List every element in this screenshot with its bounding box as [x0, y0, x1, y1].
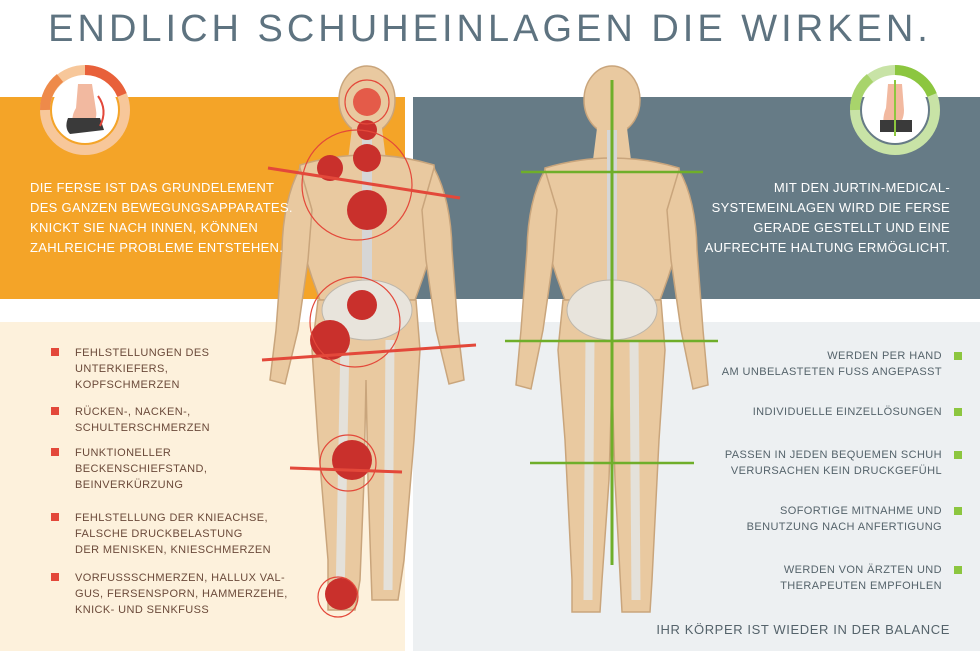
problem-bullet-icon — [51, 407, 59, 415]
misaligned-body-figure — [261, 65, 477, 618]
benefit-bullet-icon — [954, 566, 962, 574]
benefit-bullet-icon — [954, 408, 962, 416]
list-item: INDIVIDUELLE EINZELLÖSUNGEN — [642, 404, 962, 420]
problem-intro-text: DIE FERSE IST DAS GRUNDELEMENT DES GANZE… — [30, 180, 293, 255]
list-item: RÜCKEN-, NACKEN-,SCHULTERSCHMERZEN — [51, 404, 305, 436]
misaligned-heel-icon — [40, 65, 130, 155]
benefit-bullet-icon — [954, 352, 962, 360]
aligned-heel-icon — [850, 65, 940, 155]
problem-bullet-icon — [51, 448, 59, 456]
problem-bullet-icon — [51, 513, 59, 521]
benefit-bullet-icon — [954, 451, 962, 459]
benefit-bullet-icon — [954, 507, 962, 515]
list-item: VORFUSSSCHMERZEN, HALLUX VAL-GUS, FERSEN… — [51, 570, 305, 618]
list-item: FEHLSTELLUNG DER KNIEACHSE,FALSCHE DRUCK… — [51, 510, 305, 558]
solution-intro-text: MIT DEN JURTIN-MEDICAL-SYSTEMEINLAGEN WI… — [704, 180, 950, 255]
problem-bullet-icon — [51, 573, 59, 581]
problem-bullet-icon — [51, 348, 59, 356]
balance-tagline: IHR KÖRPER IST WIEDER IN DER BALANCE — [656, 622, 950, 637]
page-title: ENDLICH SCHUHEINLAGEN DIE WIRKEN. — [48, 8, 932, 50]
aligned-body-figure — [505, 65, 718, 613]
